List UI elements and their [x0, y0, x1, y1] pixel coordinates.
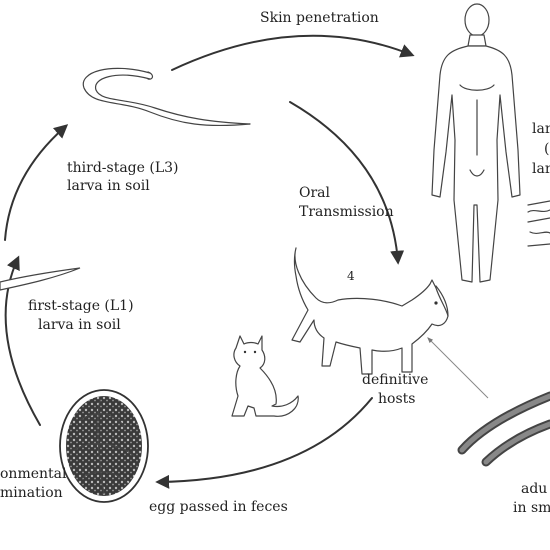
label-host-number: 4	[347, 269, 355, 283]
label-env-line2: mination	[0, 485, 63, 501]
arrow-adult-to-host	[427, 337, 489, 399]
label-egg-passed: egg passed in feces	[149, 499, 288, 515]
arrow-l1-to-l3	[4, 124, 69, 241]
adult-worms-icon	[457, 391, 550, 467]
label-l3-line2: larva in soil	[67, 178, 150, 194]
label-adult-line2: in sm	[513, 500, 550, 516]
dog-icon	[291, 247, 449, 375]
label-right-line2: (	[544, 141, 549, 157]
label-adult-line1: adu	[521, 481, 547, 497]
label-definitive-line2: hosts	[378, 391, 415, 407]
label-right-line3: lar	[532, 161, 550, 177]
arrow-host-to-egg	[155, 397, 373, 489]
label-l3-line1: third-stage (L3)	[67, 160, 179, 176]
cat-icon	[231, 335, 299, 417]
label-env-line1: onmental	[0, 466, 67, 482]
egg-icon	[59, 389, 149, 503]
skin-section-icon	[527, 200, 550, 247]
human-figure-icon	[431, 3, 521, 283]
label-oral-line2: Transmission	[299, 204, 394, 220]
larva-l3-icon	[82, 67, 251, 127]
label-oral-line1: Oral	[299, 185, 331, 201]
label-l1-line2: larva in soil	[38, 317, 121, 333]
label-definitive-line1: definitive	[362, 372, 428, 388]
label-right-line1: lar	[532, 121, 550, 137]
arrow-egg-to-l1	[4, 255, 41, 426]
larva-l1-icon	[0, 267, 81, 291]
arrow-oral-transmission	[289, 101, 405, 265]
arrow-skin-penetration	[171, 34, 415, 71]
label-skin-penetration: Skin penetration	[260, 10, 379, 26]
label-l1-line1: first-stage (L1)	[28, 298, 134, 314]
